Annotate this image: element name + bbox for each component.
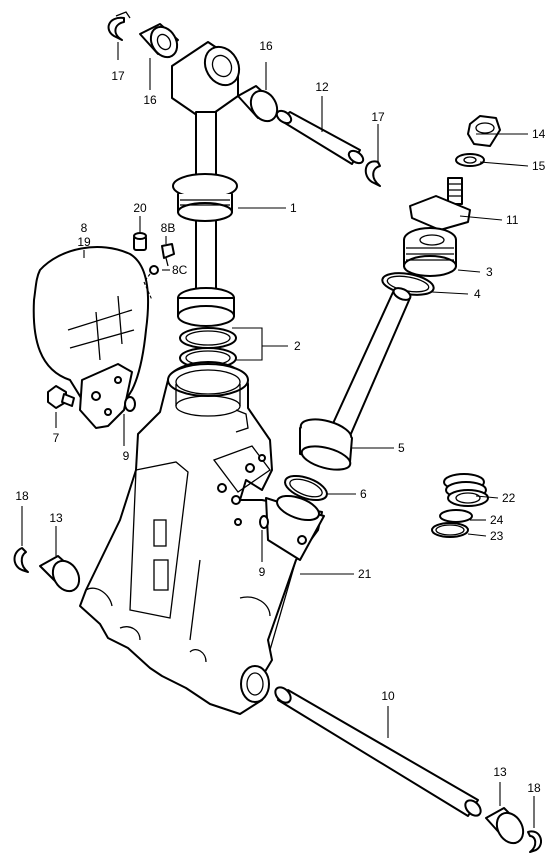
label-8: 8 (81, 221, 88, 235)
part-13-bushing-right (485, 807, 525, 845)
label-17: 17 (111, 69, 125, 83)
label-21: 21 (358, 567, 372, 581)
label-10: 10 (381, 689, 395, 703)
label-1: 1 (290, 201, 297, 215)
label-5: 5 (398, 441, 405, 455)
label-15: 15 (532, 159, 546, 173)
dash-line-8c (143, 273, 153, 301)
label-12: 12 (315, 80, 329, 94)
label-16: 16 (143, 93, 157, 107)
part-10-shaft (274, 686, 482, 817)
label-7: 7 (53, 431, 60, 445)
leader-lines (21, 42, 535, 828)
label-22: 22 (502, 491, 516, 505)
label-23: 23 (490, 529, 504, 543)
part-7-bolt (47, 385, 75, 409)
label-18: 18 (527, 781, 541, 795)
label-4: 4 (474, 287, 481, 301)
label-9: 9 (123, 449, 130, 463)
part-18-clip-right (527, 830, 543, 853)
part-17-clip-right (364, 160, 381, 187)
part-1-cylinder-cap (172, 173, 238, 222)
label-11: 11 (506, 213, 519, 227)
label-16: 16 (259, 39, 273, 53)
part-17-clip-top (107, 11, 131, 41)
label-2: 2 (294, 339, 301, 353)
part-14-nut (467, 115, 501, 147)
part-18-clip-left (13, 547, 29, 573)
part-3-cap (403, 227, 457, 277)
label-13: 13 (49, 511, 63, 525)
label-6: 6 (360, 487, 367, 501)
part-11-valve (409, 177, 471, 231)
label-13: 13 (493, 765, 507, 779)
label-18: 18 (15, 489, 29, 503)
label-20: 20 (133, 201, 147, 215)
part-21-main-housing (79, 361, 325, 715)
part-8b-screw (161, 243, 175, 267)
label-9: 9 (259, 565, 266, 579)
part-16-bushing-top (139, 23, 179, 59)
label-24: 24 (490, 513, 504, 527)
part-number-labels: 17 16 16 12 17 14 15 1 11 3 4 2 5 6 22 2… (15, 39, 545, 795)
label-17: 17 (371, 110, 385, 124)
part-8c-washer (149, 265, 159, 275)
part-5-tilt-rod (299, 287, 412, 471)
label-3: 3 (486, 265, 493, 279)
piston-and-seals (177, 287, 237, 369)
part-22-spring (443, 473, 489, 507)
part-20-plug (133, 232, 147, 251)
part-24-ring (439, 509, 473, 523)
part-13-bushing-left (39, 555, 81, 593)
part-9-o-ring-left (124, 396, 136, 412)
label-8c: 8C (172, 263, 188, 277)
part-12-pin (275, 109, 365, 165)
part-8-19-cover (32, 246, 150, 429)
label-14: 14 (532, 127, 546, 141)
part-23-ring (431, 522, 469, 538)
label-8b: 8B (161, 221, 176, 235)
part-16-bushing-right (237, 85, 279, 123)
part-9-o-ring-right (259, 515, 269, 529)
part-15-washer (455, 153, 485, 167)
label-19: 19 (77, 235, 91, 249)
part-6-o-ring (284, 474, 328, 502)
